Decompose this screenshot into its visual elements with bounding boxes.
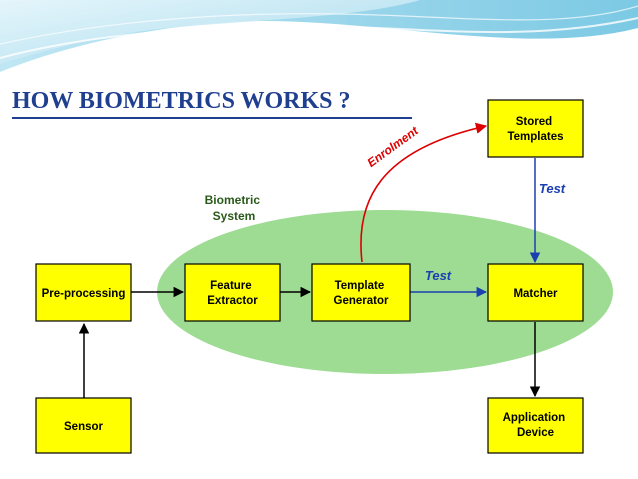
- svg-text:Sensor: Sensor: [64, 421, 104, 433]
- svg-text:Matcher: Matcher: [513, 288, 558, 300]
- node-preprocessing: Pre-processing: [35, 263, 132, 322]
- node-application-device: Application Device: [487, 397, 584, 454]
- svg-text:Feature Extractor: Feature Extractor: [207, 280, 258, 307]
- header-banner: [0, 0, 638, 80]
- node-matcher: Matcher: [487, 263, 584, 322]
- node-template-generator: Template Generator: [311, 263, 411, 322]
- test-label-horizontal: Test: [425, 268, 452, 283]
- node-feature-extractor: Feature Extractor: [184, 263, 281, 322]
- enrolment-label: Enrolment: [365, 123, 422, 170]
- node-sensor: Sensor: [35, 397, 132, 454]
- svg-text:Stored Templates: Stored Templates: [507, 116, 563, 143]
- svg-text:Template Generator: Template Generator: [334, 280, 389, 307]
- edge-template-to-stored-enrolment: [360, 122, 488, 263]
- system-label: Biometric System: [205, 193, 264, 223]
- svg-text:Pre-processing: Pre-processing: [42, 288, 126, 300]
- title-underline: [12, 117, 412, 119]
- node-stored-templates: Stored Templates: [487, 99, 584, 158]
- test-label-vertical: Test: [539, 181, 566, 196]
- svg-text:Application Device: Application Device: [503, 412, 569, 439]
- slide-title: HOW BIOMETRICS WORKS ?: [12, 88, 351, 114]
